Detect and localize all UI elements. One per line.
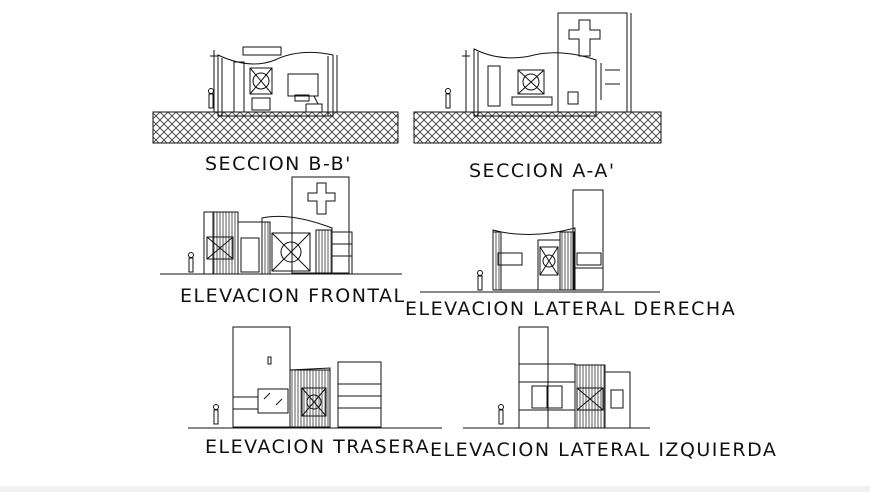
ground-hatch	[152, 111, 399, 144]
left-elevation-drawing	[463, 326, 650, 429]
bottom-strip	[0, 486, 870, 492]
section-aa-drawing	[413, 12, 662, 144]
rear-elevation-title: ELEVACION TRASERA	[205, 436, 431, 458]
front-elevation-drawing	[160, 176, 402, 275]
rear-elevation-drawing	[188, 326, 442, 429]
right-elevation-drawing	[420, 189, 660, 293]
section-bb-title: SECCION B-B'	[205, 153, 352, 175]
left-elevation-title: ELEVACION LATERAL IZQUIERDA	[430, 439, 778, 461]
front-elevation-title: ELEVACION FRONTAL	[180, 285, 406, 307]
section-aa-title: SECCION A-A'	[469, 160, 616, 182]
ground-hatch	[413, 111, 662, 144]
section-bb-drawing	[152, 46, 399, 144]
right-elevation-title: ELEVACION LATERAL DERECHA	[405, 298, 737, 320]
